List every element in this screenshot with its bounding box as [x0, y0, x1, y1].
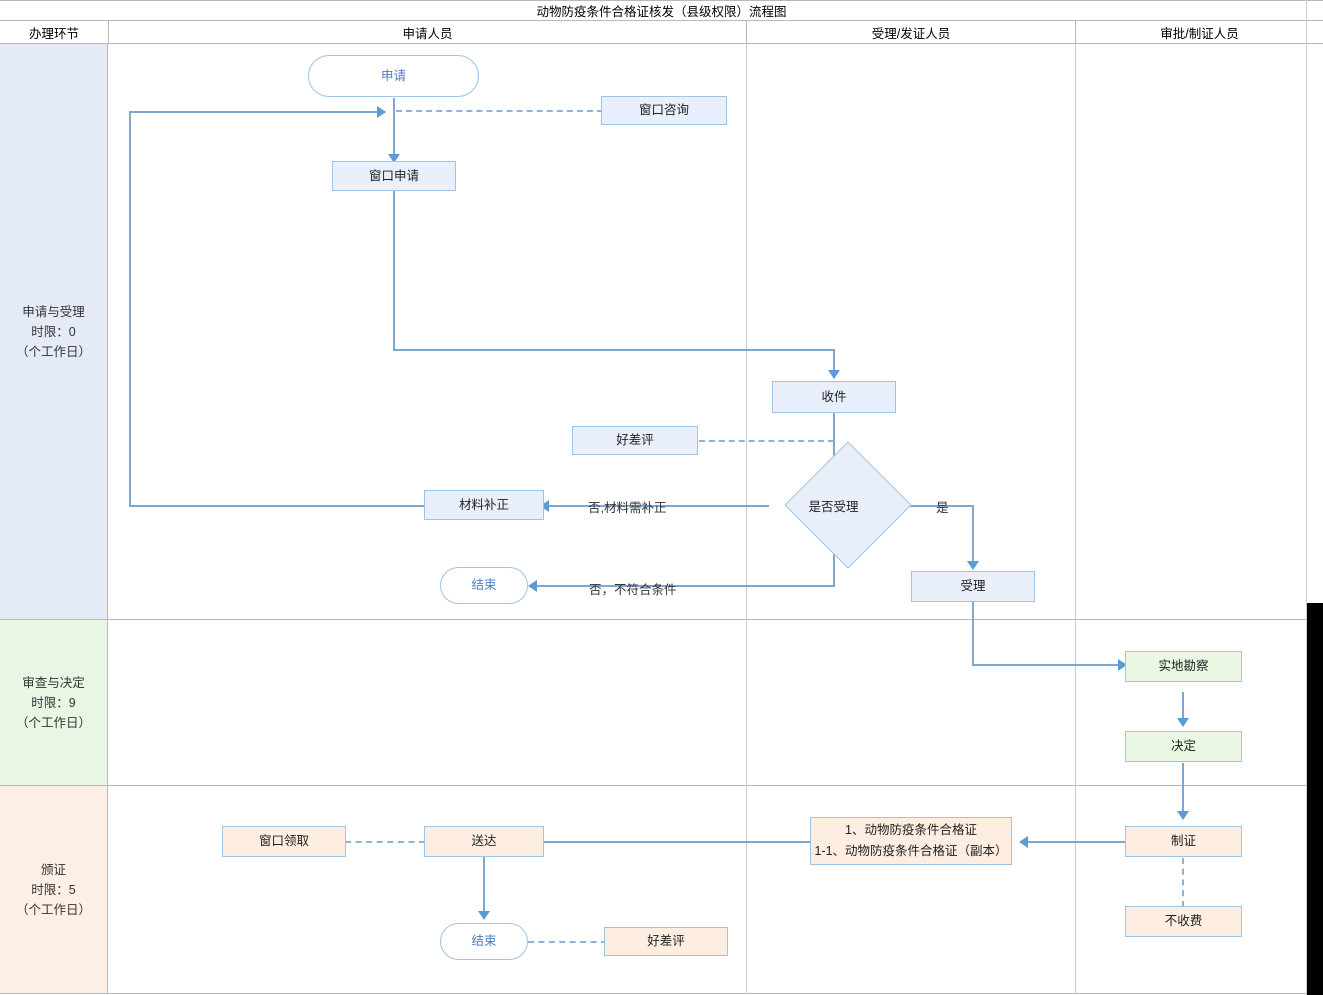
edge-rail-arrowhead — [377, 106, 386, 118]
edge-receive-to-decision — [833, 413, 835, 465]
edge-accept-down — [972, 602, 974, 665]
edge-nofee-dashed — [1182, 858, 1184, 907]
edge-consult-dashed — [396, 110, 603, 112]
edge-certmake-to-certlist-arrowhead — [1019, 836, 1028, 848]
edge-start-to-window-apply — [393, 98, 395, 160]
stage-1-unit: （个工作日） — [15, 344, 91, 359]
edge-decision-to-fix-arrowhead — [540, 500, 549, 512]
edge-certmake-to-certlist — [1025, 841, 1132, 843]
right-scroll-region[interactable] — [1307, 603, 1323, 995]
edge-accept-right — [972, 664, 1122, 666]
edge-fix-to-rail — [129, 505, 431, 507]
edge-start-to-window-apply-arrowhead — [388, 154, 400, 163]
header-separator-1 — [108, 21, 109, 43]
node-start[interactable]: 申请 — [308, 55, 479, 97]
stage-1-limit: 时限：0 — [31, 324, 76, 339]
column-header-applicant: 申请人员 — [402, 26, 453, 41]
edge-rail-to-apply — [129, 111, 385, 113]
column-header-acceptor: 受理/发证人员 — [871, 26, 951, 41]
chart-title: 动物防疫条件合格证核发（县级权限）流程图 — [0, 0, 1323, 21]
edge-label-yes: 是 — [936, 501, 949, 515]
lane-separator-acceptor-approver — [1075, 44, 1076, 994]
edge-decision-to-end-arrowhead — [528, 580, 537, 592]
node-rating-2[interactable]: 好差评 — [604, 927, 728, 956]
edge-to-receive-down — [833, 349, 835, 374]
cert-list-line-1: 1、动物防疫条件合格证 — [845, 823, 977, 837]
edge-rail-vertical — [129, 111, 131, 507]
header-separator-2 — [746, 21, 747, 43]
node-deliver[interactable]: 送达 — [424, 826, 544, 857]
stage-3-unit: （个工作日） — [15, 902, 91, 917]
edge-decision-yes-down — [972, 505, 974, 565]
node-decision-accept[interactable]: 是否受理 — [757, 441, 912, 569]
edge-deliver-to-end — [483, 857, 485, 915]
edge-pickup-dashed — [345, 841, 425, 843]
stage-cell-3: 颁证 时限：5 （个工作日） — [0, 786, 108, 994]
right-edge-rule — [1306, 0, 1307, 995]
column-header-row: 办理环节 申请人员 受理/发证人员 审批/制证人员 — [0, 21, 1323, 44]
lane-body-stage-1 — [108, 44, 1323, 620]
stage-3-limit: 时限：5 — [31, 882, 76, 897]
node-cert-make[interactable]: 制证 — [1125, 826, 1242, 857]
node-end-2[interactable]: 结束 — [440, 923, 528, 960]
edge-survey-to-decision — [1182, 692, 1184, 722]
node-rating-1[interactable]: 好差评 — [572, 426, 698, 455]
edge-decision-yes-arrowhead — [967, 561, 979, 570]
stage-cell-1: 申请与受理 时限：0 （个工作日） — [0, 44, 108, 620]
node-no-fee[interactable]: 不收费 — [1125, 906, 1242, 937]
edge-survey-to-decision-arrowhead — [1177, 718, 1189, 727]
node-accept[interactable]: 受理 — [911, 571, 1035, 602]
edge-decision-to-certmake — [1182, 763, 1184, 815]
node-window-apply[interactable]: 窗口申请 — [332, 161, 456, 191]
stage-1-name: 申请与受理 — [22, 304, 85, 319]
node-material-fix[interactable]: 材料补正 — [424, 490, 544, 520]
edge-decision-to-end-left — [535, 585, 835, 587]
edge-window-apply-down — [393, 191, 395, 350]
lane-separator-applicant-acceptor — [746, 44, 747, 994]
decision-accept-label: 是否受理 — [808, 500, 859, 514]
node-decision[interactable]: 决定 — [1125, 731, 1242, 762]
edge-deliver-to-end-arrowhead — [478, 911, 490, 920]
lane-body-stage-2 — [108, 620, 1323, 786]
node-receive[interactable]: 收件 — [772, 381, 896, 413]
node-end-1[interactable]: 结束 — [440, 567, 528, 604]
node-window-consult[interactable]: 窗口咨询 — [601, 96, 727, 125]
edge-decision-to-end-down — [833, 536, 835, 586]
edge-decision-to-certmake-arrowhead — [1177, 811, 1189, 820]
cert-list-line-2: 1-1、动物防疫条件合格证（副本） — [814, 844, 1008, 858]
lane-body-stage-3 — [108, 786, 1323, 994]
edge-window-apply-right — [393, 349, 834, 351]
edge-label-no-need-fix: 否,材料需补正 — [588, 501, 667, 515]
column-header-approver: 审批/制证人员 — [1160, 26, 1239, 41]
edge-label-not-qualified: 否，不符合条件 — [589, 583, 677, 597]
stage-2-limit: 时限：9 — [31, 695, 76, 710]
node-site-survey[interactable]: 实地勘察 — [1125, 651, 1242, 682]
edge-to-receive-arrowhead — [828, 370, 840, 379]
stage-2-unit: （个工作日） — [15, 715, 91, 730]
header-separator-3 — [1075, 21, 1076, 43]
edge-rating2-dashed — [528, 941, 607, 943]
stage-3-name: 颁证 — [40, 862, 66, 877]
stage-2-name: 审查与决定 — [22, 675, 85, 690]
edge-decision-yes-right — [898, 505, 974, 507]
column-header-stage: 办理环节 — [28, 26, 79, 41]
edge-decision-to-fix — [546, 505, 769, 507]
node-window-pickup[interactable]: 窗口领取 — [222, 826, 346, 857]
edge-certlist-to-deliver — [540, 841, 810, 843]
node-cert-list[interactable]: 1、动物防疫条件合格证 1-1、动物防疫条件合格证（副本） — [810, 817, 1012, 865]
edge-rating1-dashed — [699, 440, 834, 442]
stage-cell-2: 审查与决定 时限：9 （个工作日） — [0, 620, 108, 786]
edge-accept-to-survey-arrowhead — [1118, 659, 1127, 671]
